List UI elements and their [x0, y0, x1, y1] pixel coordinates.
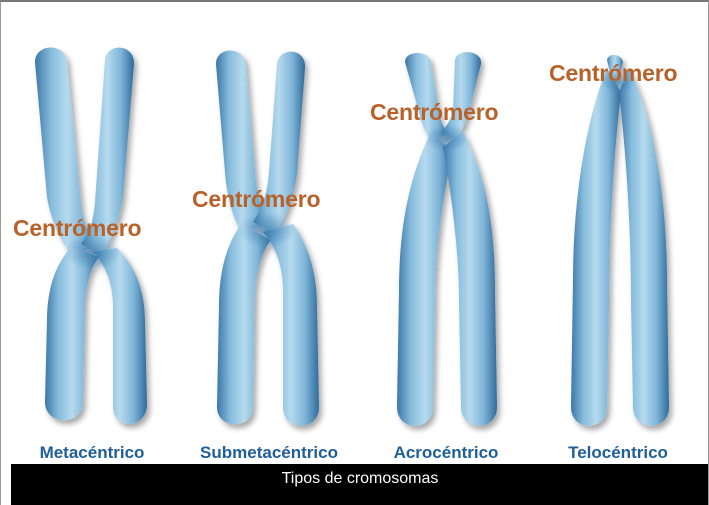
left-margin-strip	[1, 464, 11, 505]
caption-text: Tipos de cromosomas	[11, 470, 709, 488]
centromere-label-acrocentric: Centrómero	[370, 99, 498, 126]
type-label-submetacentric: Submetacéntrico	[200, 443, 338, 463]
centromere-label-telocentric: Centrómero	[549, 60, 677, 87]
type-label-telocentric: Telocéntrico	[568, 443, 668, 463]
metacentric-lower-left-arm	[45, 247, 99, 420]
telocentric-right-chromatid	[619, 68, 669, 426]
chromosome-telocentric	[571, 55, 669, 426]
acrocentric-lower-right-arm	[443, 132, 497, 426]
telocentric-left-chromatid	[571, 68, 621, 426]
centromere-label-submetacentric: Centrómero	[192, 186, 320, 213]
chromosome-submetacentric	[216, 51, 319, 426]
centromere-label-metacentric: Centrómero	[13, 215, 141, 242]
type-label-metacentric: Metacéntrico	[40, 443, 145, 463]
acrocentric-lower-left-arm	[397, 132, 453, 426]
submetacentric-lower-left-arm	[217, 224, 271, 424]
submetacentric-centromere	[239, 212, 295, 248]
metacentric-lower-right-arm	[93, 248, 147, 424]
caption-bar: Tipos de cromosomas	[11, 464, 709, 505]
type-label-acrocentric: Acrocéntrico	[394, 443, 499, 463]
submetacentric-lower-right-arm	[263, 224, 319, 426]
acrocentric-centromere	[425, 124, 469, 152]
